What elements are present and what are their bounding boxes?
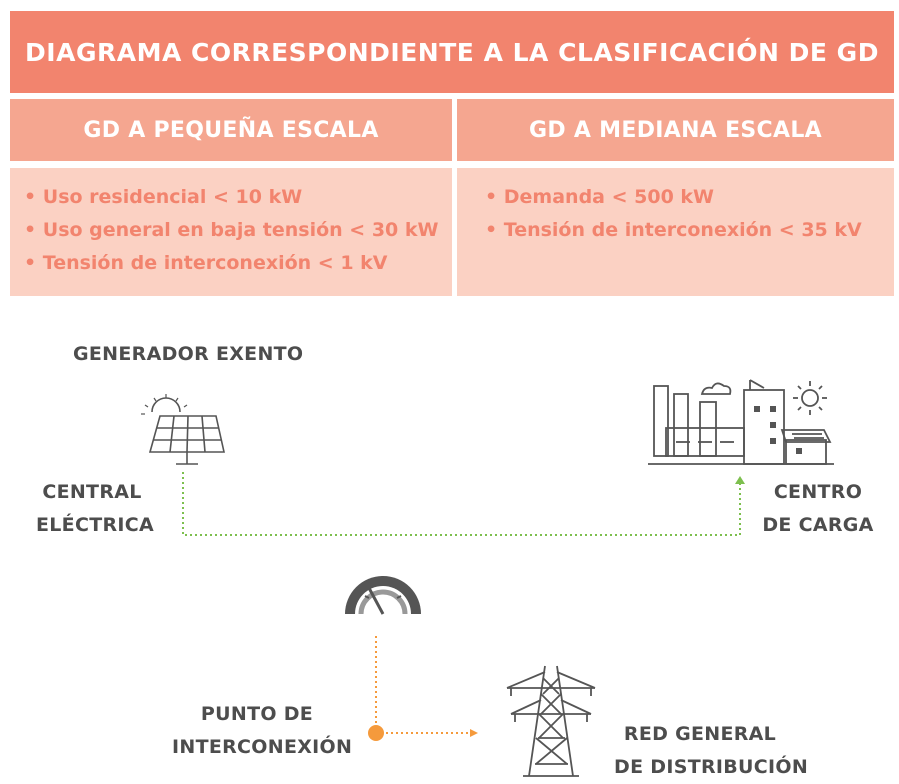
interconnection-label-line2: INTERCONEXIÓN xyxy=(172,736,353,758)
meter-icon xyxy=(345,576,421,615)
green-connector xyxy=(182,472,741,536)
interconnection-point-dot xyxy=(368,725,384,741)
small-scale-panel: Uso residencial < 10 kW Uso general en b… xyxy=(10,168,452,296)
orange-arrowhead xyxy=(470,729,478,737)
power-plant-label-line2: ELÉCTRICA xyxy=(36,514,155,536)
solar-panel-icon xyxy=(141,394,225,465)
medium-scale-list: Demanda < 500 kW Tensión de interconexió… xyxy=(485,181,894,247)
grid-label-line2: DE DISTRIBUCIÓN xyxy=(614,756,809,778)
list-item: Uso residencial < 10 kW xyxy=(24,181,452,214)
small-scale-list: Uso residencial < 10 kW Uso general en b… xyxy=(24,181,452,280)
transmission-tower-icon xyxy=(506,665,596,777)
interconnection-label: PUNTO DE INTERCONEXIÓN xyxy=(172,698,353,764)
medium-scale-panel: Demanda < 500 kW Tensión de interconexió… xyxy=(457,168,894,296)
small-scale-header: GD A PEQUEÑA ESCALA xyxy=(10,99,452,161)
grid-label-line1: RED GENERAL xyxy=(623,723,777,745)
load-center-label: CENTRO DE CARGA xyxy=(760,476,876,542)
load-center-label-line2: DE CARGA xyxy=(762,514,874,536)
load-center-label-line1: CENTRO xyxy=(773,481,863,503)
power-plant-label: CENTRAL ELÉCTRICA xyxy=(36,476,155,542)
interconnection-label-line1: PUNTO DE xyxy=(200,703,314,725)
factory-icon xyxy=(648,379,834,465)
grid-label: RED GENERAL DE DISTRIBUCIÓN xyxy=(614,718,809,784)
list-item: Tensión de interconexión < 1 kV xyxy=(24,247,452,280)
list-item: Tensión de interconexión < 35 kV xyxy=(485,214,894,247)
generator-label: GENERADOR EXENTO xyxy=(73,343,304,365)
power-plant-label-line1: CENTRAL xyxy=(42,481,142,503)
diagram-title: DIAGRAMA CORRESPONDIENTE A LA CLASIFICAC… xyxy=(10,11,894,93)
medium-scale-header: GD A MEDIANA ESCALA xyxy=(457,99,894,161)
list-item: Demanda < 500 kW xyxy=(485,181,894,214)
green-arrowhead xyxy=(735,476,745,484)
list-item: Uso general en baja tensión < 30 kW xyxy=(24,214,452,247)
